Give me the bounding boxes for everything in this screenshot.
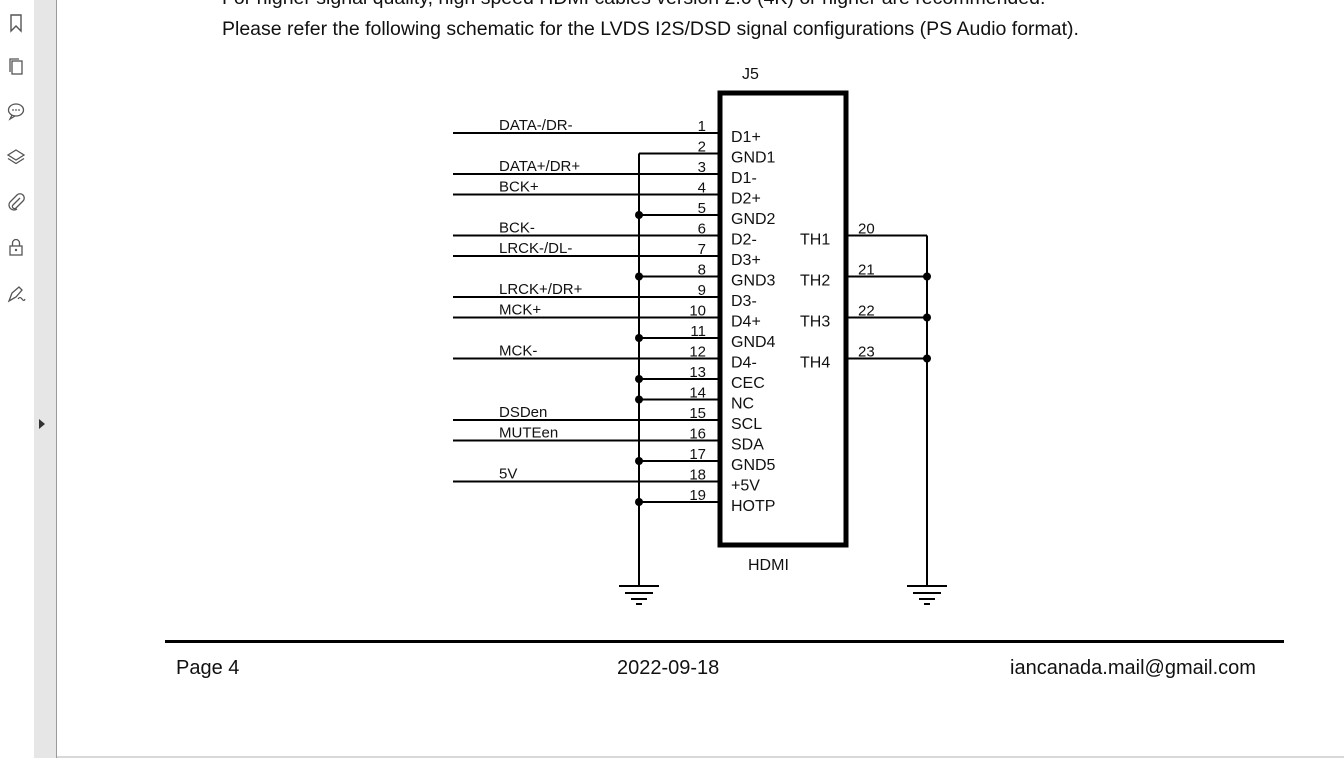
footer-date: 2022-09-18 [617, 657, 720, 679]
component-part: HDMI [748, 557, 789, 574]
pin-name: D3+ [731, 252, 761, 269]
cut-off-paragraph-line: For higher signal quality, high speed HD… [222, 0, 1045, 10]
pin-name: TH2 [800, 273, 830, 290]
expand-panel-arrow-icon[interactable] [36, 416, 48, 432]
attachment-icon[interactable] [5, 191, 27, 213]
signal-label: BCK- [499, 220, 535, 237]
pin-name: GND3 [731, 273, 776, 290]
pin-name: D1+ [731, 129, 761, 146]
pin-name: GND1 [731, 150, 776, 167]
pin-number: 20 [858, 221, 875, 238]
pin-number: 10 [689, 303, 706, 320]
page-edge [56, 0, 57, 758]
junction-dot [635, 272, 643, 281]
pin-number: 3 [698, 159, 706, 176]
pin-number: 13 [689, 364, 706, 381]
component-ref: J5 [742, 66, 759, 83]
pin-name: +5V [731, 478, 760, 495]
junction-dot [635, 395, 643, 404]
pin-name: TH4 [800, 355, 830, 372]
signal-label: DSDen [499, 404, 547, 421]
pin-number: 22 [858, 303, 875, 320]
pin-number: 21 [858, 262, 875, 279]
pin-number: 1 [698, 118, 706, 135]
comment-icon[interactable] [5, 100, 27, 122]
pin-number: 17 [689, 446, 706, 463]
pin-name: D4+ [731, 314, 761, 331]
pin-number: 2 [698, 139, 706, 156]
pin-number: 23 [858, 344, 875, 361]
signal-label: LRCK-/DL- [499, 240, 572, 257]
pin-name: GND5 [731, 457, 776, 474]
bookmark-icon[interactable] [5, 12, 27, 34]
pin-number: 16 [689, 426, 706, 443]
signal-label: LRCK+/DR+ [499, 281, 583, 298]
pin-number: 15 [689, 405, 706, 422]
pin-number: 7 [698, 241, 706, 258]
pin-name: GND4 [731, 334, 776, 351]
layers-icon[interactable] [5, 146, 27, 168]
pin-number: 4 [698, 180, 706, 197]
signal-label: BCK+ [499, 179, 539, 196]
pin-number: 5 [698, 200, 706, 217]
pin-name: SCL [731, 416, 762, 433]
pin-name: D2- [731, 232, 757, 249]
pin-number: 11 [690, 323, 706, 340]
pin-name: HOTP [731, 498, 775, 515]
signal-label: MCK+ [499, 302, 541, 319]
pin-number: 18 [689, 467, 706, 484]
pin-name: CEC [731, 375, 765, 392]
junction-dot [635, 457, 643, 465]
intro-paragraph: Please refer the following schematic for… [222, 18, 1079, 40]
pin-number: 19 [689, 487, 706, 504]
sidebar-gutter [34, 0, 56, 758]
pin-number: 9 [698, 282, 706, 299]
page-bottom-shadow [57, 756, 1344, 758]
pin-name: TH1 [800, 232, 830, 249]
signal-label: DATA+/DR+ [499, 158, 580, 175]
connector-body [717, 90, 849, 548]
signal-label: DATA-/DR- [499, 117, 573, 134]
pin-name: TH3 [800, 314, 830, 331]
pin-name: D3- [731, 293, 757, 310]
pin-name: SDA [731, 437, 764, 454]
footer-email: iancanada.mail@gmail.com [1010, 657, 1256, 679]
pin-name: NC [731, 396, 754, 413]
signal-label: 5V [499, 466, 517, 483]
pin-name: GND2 [731, 211, 776, 228]
left-toolbar [0, 0, 34, 758]
pin-number: 6 [698, 221, 706, 238]
pages-icon[interactable] [5, 56, 27, 78]
junction-dot [635, 498, 643, 506]
pin-name: D1- [731, 170, 757, 187]
junction-dot [635, 334, 643, 342]
pin-number: 14 [689, 385, 706, 402]
junction-dot [635, 375, 643, 383]
signal-label: MCK- [499, 343, 537, 360]
lock-icon[interactable] [5, 236, 27, 258]
signal-label: MUTEen [499, 425, 558, 442]
pin-number: 8 [698, 262, 706, 279]
footer-rule [165, 640, 1284, 643]
footer-page-number: Page 4 [176, 657, 240, 679]
pin-name: D4- [731, 355, 757, 372]
pin-name: D2+ [731, 191, 761, 208]
pin-number: 12 [689, 344, 706, 361]
junction-dot [635, 211, 643, 219]
signature-icon[interactable] [5, 283, 27, 305]
